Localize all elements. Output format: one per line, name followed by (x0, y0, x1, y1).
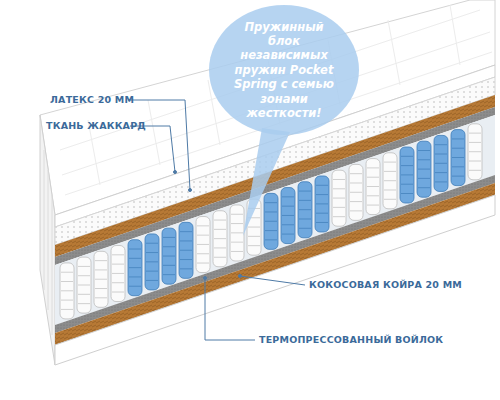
layer-label: КОКОСОВАЯ КОЙРА 20 ММ (309, 279, 462, 290)
pocket-spring (196, 217, 210, 273)
pocket-spring (230, 205, 244, 261)
pocket-spring (128, 240, 142, 296)
pocket-spring (264, 193, 278, 249)
layer-label: ЛАТЕКС 20 ММ (50, 94, 134, 105)
pocket-spring (349, 164, 363, 220)
pocket-spring (60, 263, 74, 319)
callout-text: Пружинный блок независимых пружин Pocket… (208, 4, 360, 136)
callout-tail (243, 128, 290, 236)
pocket-spring (281, 188, 295, 244)
pocket-spring (332, 170, 346, 226)
pocket-spring (468, 124, 482, 180)
callout-bubble: Пружинный блок независимых пружин Pocket… (208, 4, 360, 136)
pocket-spring (383, 153, 397, 209)
layer-label: ТКАНЬ ЖАККАРД (46, 120, 146, 131)
leader-lines (128, 100, 305, 340)
pocket-spring (298, 182, 312, 238)
coir-layer (55, 183, 495, 345)
pocket-spring (179, 222, 193, 278)
pocket-spring (145, 234, 159, 290)
spring-block (60, 124, 482, 319)
pocket-spring (213, 211, 227, 267)
pocket-spring (417, 141, 431, 197)
pocket-spring (77, 257, 91, 313)
felt-layer (55, 175, 495, 333)
pocket-spring (94, 251, 108, 307)
pocket-spring (434, 135, 448, 191)
pocket-spring (400, 147, 414, 203)
pocket-spring (366, 159, 380, 215)
pocket-spring (162, 228, 176, 284)
pocket-spring (111, 246, 125, 302)
layer-label: ТЕРМОПРЕССОВАННЫЙ ВОЙЛОК (259, 334, 443, 345)
pocket-spring (451, 130, 465, 186)
side-stitch (44, 150, 52, 335)
pocket-spring (315, 176, 329, 232)
side-face (40, 115, 55, 365)
